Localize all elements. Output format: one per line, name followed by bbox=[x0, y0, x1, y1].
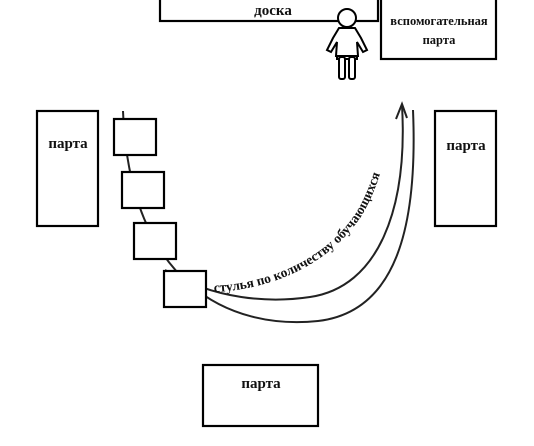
desk-left: парта bbox=[35, 109, 100, 228]
desk-left-label: парта bbox=[48, 136, 88, 152]
chairs bbox=[112, 117, 208, 309]
aux-desk: вспомогательная парта bbox=[379, 0, 498, 61]
desk-right-label: парта bbox=[446, 138, 486, 154]
chair bbox=[112, 117, 158, 157]
desk-bottom: парта bbox=[201, 363, 320, 428]
chair bbox=[132, 221, 178, 261]
aux-desk-label-line1: вспомогательная bbox=[390, 14, 488, 28]
aux-desk-label-line2: парта bbox=[423, 33, 457, 47]
board: доска bbox=[158, 0, 380, 23]
chair bbox=[162, 269, 208, 309]
chair bbox=[120, 170, 166, 210]
chairs-arc-label: стулья по количеству обучающихся bbox=[213, 170, 383, 295]
board-label: доска bbox=[254, 3, 292, 19]
inner-arc bbox=[164, 104, 404, 301]
desk-right: парта bbox=[433, 109, 498, 228]
desk-bottom-label: парта bbox=[241, 376, 281, 392]
chairs-arc-label-text: стулья по количеству обучающихся bbox=[213, 170, 383, 295]
teacher-figure-icon bbox=[325, 8, 369, 80]
arc-arrowhead bbox=[395, 101, 408, 120]
